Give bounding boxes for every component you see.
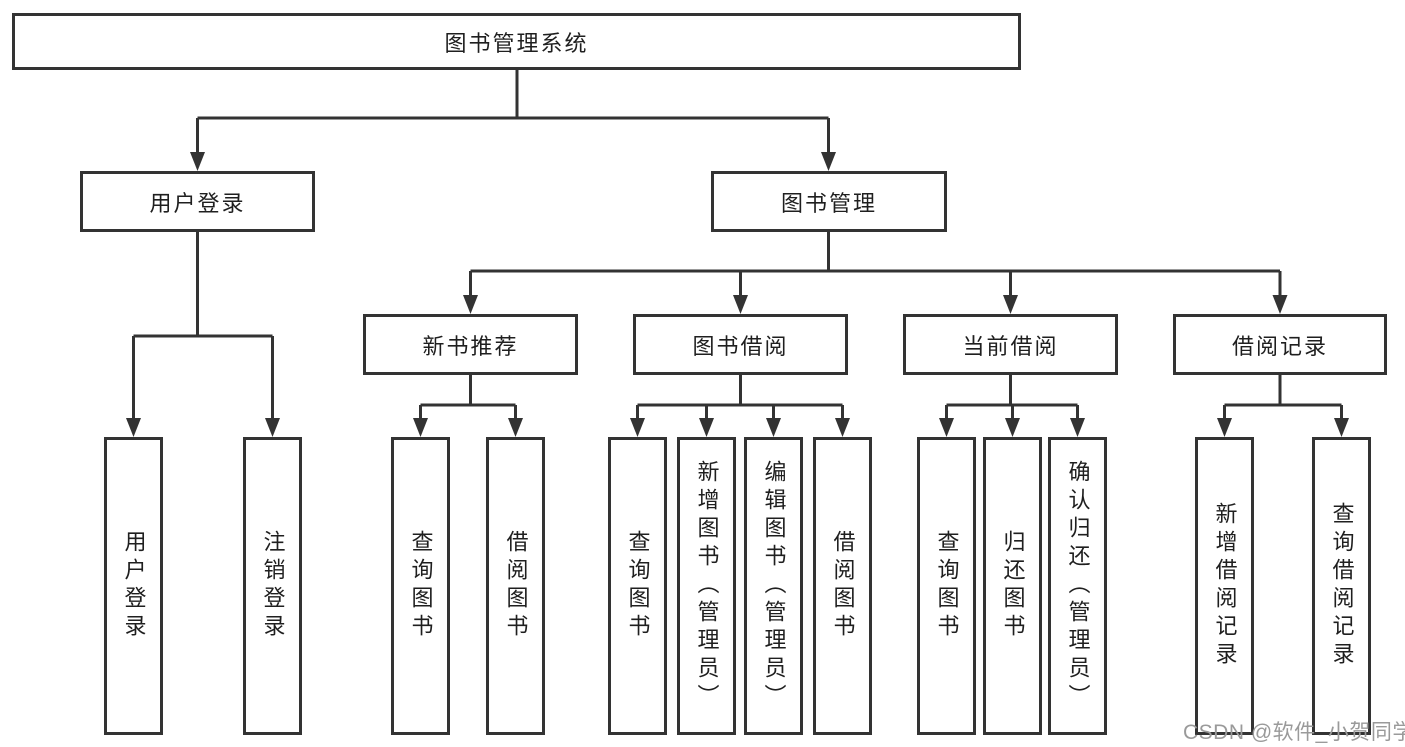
leaf-label: 查询图书 — [934, 530, 960, 642]
node-book-borrowing: 图书借阅 — [633, 314, 848, 375]
node-user-login: 用户登录 — [80, 171, 315, 232]
node-library-management-system: 图书管理系统 — [12, 13, 1021, 70]
leaf-label: 借阅图书 — [503, 530, 529, 642]
leaf-confirm-return-admin: 确认归还（管理员） — [1048, 437, 1107, 735]
csdn-watermark: CSDN @软件_小贺同学 — [1183, 721, 1405, 744]
node-label: 图书管理 — [780, 190, 877, 216]
leaf-label: 归还图书 — [1000, 530, 1026, 642]
node-label: 图书借阅 — [692, 333, 789, 359]
node-label: 借阅记录 — [1231, 333, 1328, 359]
leaf-query-books-borrow: 查询图书 — [608, 437, 667, 735]
leaf-query-books-recommend: 查询图书 — [391, 437, 450, 735]
node-label: 用户登录 — [149, 190, 246, 216]
node-new-book-recommendation: 新书推荐 — [363, 314, 578, 375]
leaf-add-book-admin: 新增图书（管理员） — [677, 437, 736, 735]
leaf-label: 编辑图书（管理员） — [761, 460, 787, 712]
node-label: 图书管理系统 — [444, 30, 589, 56]
leaf-label: 新增借阅记录 — [1212, 502, 1238, 670]
leaf-label: 查询借阅记录 — [1329, 502, 1355, 670]
leaf-edit-book-admin: 编辑图书（管理员） — [744, 437, 803, 735]
leaf-query-books-current: 查询图书 — [917, 437, 976, 735]
leaf-label: 确认归还（管理员） — [1065, 460, 1091, 712]
leaf-label: 用户登录 — [121, 530, 147, 642]
leaf-user-login: 用户登录 — [104, 437, 163, 735]
leaf-borrow-books-borrow: 借阅图书 — [813, 437, 872, 735]
leaf-label: 查询图书 — [408, 530, 434, 642]
leaf-label: 借阅图书 — [830, 530, 856, 642]
node-borrowing-records: 借阅记录 — [1173, 314, 1387, 375]
node-label: 新书推荐 — [422, 333, 519, 359]
leaf-label: 新增图书（管理员） — [694, 460, 720, 712]
leaf-query-borrow-record: 查询借阅记录 — [1312, 437, 1371, 735]
leaf-return-book: 归还图书 — [983, 437, 1042, 735]
leaf-add-borrow-record: 新增借阅记录 — [1195, 437, 1254, 735]
leaf-label: 查询图书 — [625, 530, 651, 642]
node-label: 当前借阅 — [962, 333, 1059, 359]
leaf-borrow-books-recommend: 借阅图书 — [486, 437, 545, 735]
node-current-borrowing: 当前借阅 — [903, 314, 1118, 375]
leaf-logout: 注销登录 — [243, 437, 302, 735]
leaf-label: 注销登录 — [260, 530, 286, 642]
node-book-management: 图书管理 — [711, 171, 947, 232]
